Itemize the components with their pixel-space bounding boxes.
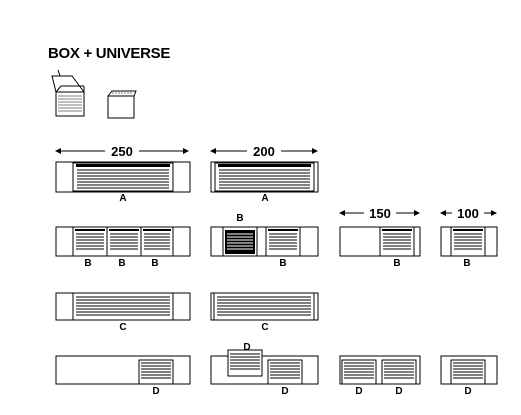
label-b-5: B (279, 258, 286, 269)
perspective-closed-icon (107, 90, 137, 119)
perspective-open-icon (51, 69, 85, 117)
label-d-5: D (395, 386, 402, 397)
dimension-100-label: 100 (457, 206, 479, 221)
label-b-1: B (84, 258, 91, 269)
module-c-250 (55, 292, 191, 321)
module-b-250 (55, 226, 191, 257)
label-a-2: A (261, 193, 268, 204)
module-d-100 (440, 355, 498, 385)
label-a-1: A (119, 193, 126, 204)
module-d-200 (210, 349, 319, 385)
dimension-250-label: 250 (111, 144, 133, 159)
dimension-100: 100 (440, 206, 497, 221)
dimension-150-label: 150 (369, 206, 391, 221)
module-d-150 (339, 355, 421, 385)
label-d-1: D (152, 386, 159, 397)
page-title: BOX + UNIVERSE (48, 45, 170, 62)
label-d-6: D (464, 386, 471, 397)
label-d-2: D (243, 342, 250, 353)
label-b-3: B (151, 258, 158, 269)
label-c-1: C (119, 322, 126, 333)
module-b-200 (210, 226, 319, 257)
label-c-2: C (261, 322, 268, 333)
dimension-150: 150 (339, 206, 420, 221)
label-b-7: B (463, 258, 470, 269)
dimension-200: 200 (210, 144, 318, 159)
label-b-2: B (118, 258, 125, 269)
module-a-250 (55, 161, 191, 193)
module-a-200 (210, 161, 319, 193)
dimension-200-label: 200 (253, 144, 275, 159)
label-d-4: D (355, 386, 362, 397)
label-d-3: D (281, 386, 288, 397)
label-b-6: B (393, 258, 400, 269)
module-b-100 (440, 226, 498, 257)
module-b-150 (339, 226, 421, 257)
module-d-250 (55, 355, 191, 385)
module-c-200 (210, 292, 319, 321)
label-b-4: B (236, 213, 243, 224)
dimension-250: 250 (55, 144, 189, 159)
